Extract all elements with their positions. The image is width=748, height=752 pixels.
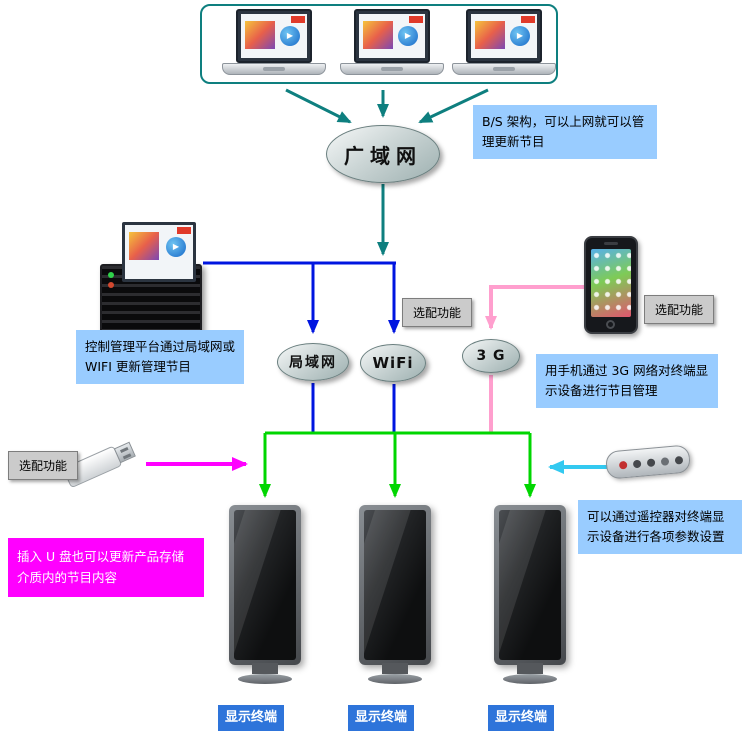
phone-screen: [591, 249, 631, 317]
optional-function-tag: 选配功能: [402, 298, 473, 327]
laptop-screen: [354, 9, 430, 63]
terminal-lines: [259, 431, 536, 498]
management-pcs-group: [200, 4, 558, 84]
laptop-icon: [340, 9, 444, 81]
laptop-icon: [452, 9, 556, 81]
wan-arrows: [285, 88, 489, 256]
media-art: [475, 21, 505, 49]
remote-settings-note: 可以通过遥控器对终端显示设备进行各项参数设置: [578, 500, 742, 554]
terminal-screen: [364, 510, 426, 660]
phone-home-button: [606, 320, 615, 329]
terminal-caption: 显示终端: [218, 705, 284, 731]
optional-function-tag: 选配功能: [644, 295, 715, 324]
wan-label: 广域网: [344, 143, 422, 168]
3g-label: 3 G: [476, 348, 506, 364]
bs-architecture-note: B/S 架构，可以上网就可以管理更新节目: [473, 105, 657, 159]
media-art: [129, 232, 159, 260]
remote-buttons: [618, 460, 628, 470]
lan-wifi-lines: [203, 261, 400, 433]
control-platform-note: 控制管理平台通过局域网或 WIFI 更新管理节目: [76, 330, 244, 384]
phone-speaker: [604, 242, 618, 245]
3g-node: 3 G: [462, 339, 520, 373]
lan-label: 局域网: [289, 355, 337, 371]
laptop-screen: [466, 9, 542, 63]
play-icon: [166, 237, 186, 257]
media-art: [245, 21, 275, 49]
laptop-keyboard: [222, 63, 326, 75]
laptop-keyboard: [340, 63, 444, 75]
laptop-screen: [236, 9, 312, 63]
terminal-caption: 显示终端: [488, 705, 554, 731]
control-server-icon: [100, 222, 204, 342]
server-monitor: [122, 222, 196, 282]
play-icon: [398, 26, 418, 46]
display-terminal-icon: [494, 505, 566, 687]
terminal-screen: [499, 510, 561, 660]
laptop-keyboard: [452, 63, 556, 75]
usb-update-note: 插入 U 盘也可以更新产品存储介质内的节目内容: [8, 538, 204, 597]
terminal-caption: 显示终端: [348, 705, 414, 731]
lan-node: 局域网: [277, 343, 349, 381]
optional-function-tag: 选配功能: [8, 451, 79, 480]
wifi-node: WiFi: [360, 344, 426, 382]
display-terminal-icon: [229, 505, 301, 687]
laptop-icon: [222, 9, 326, 81]
wifi-label: WiFi: [372, 354, 414, 372]
display-terminal-icon: [359, 505, 431, 687]
play-icon: [280, 26, 300, 46]
smartphone-icon: [584, 236, 638, 334]
phone-management-note: 用手机通过 3G 网络对终端显示设备进行节目管理: [536, 354, 718, 408]
media-art: [363, 21, 393, 49]
terminal-screen: [234, 510, 296, 660]
wan-node: 广域网: [326, 125, 440, 183]
g3-lines: [485, 285, 584, 433]
play-icon: [510, 26, 530, 46]
